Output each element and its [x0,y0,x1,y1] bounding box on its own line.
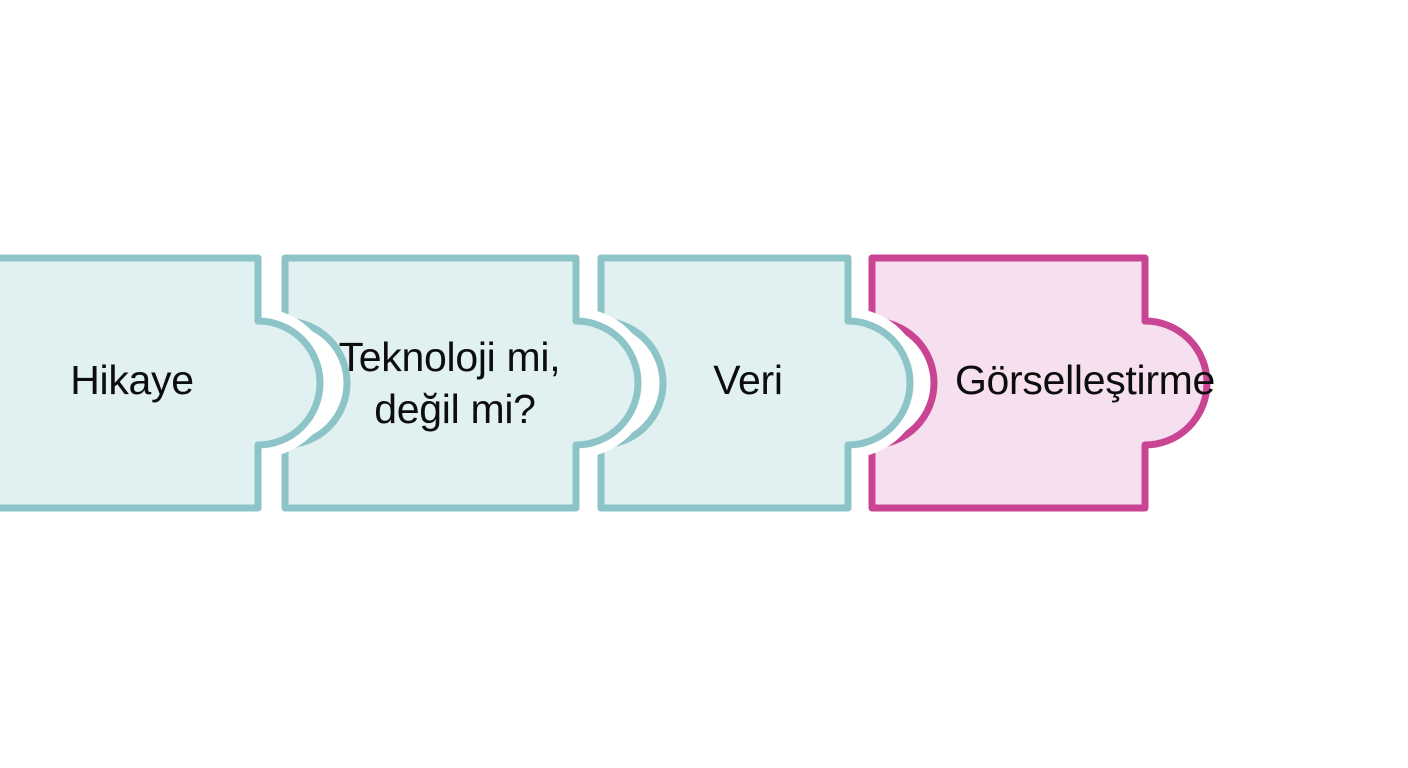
piece-gorsellestirme[interactable]: Görselleştirme [872,258,1215,508]
piece-hikaye-label: Hikaye [70,357,194,403]
piece-veri-label: Veri [713,357,782,403]
piece-gorsellestirme-label: Görselleştirme [955,357,1215,403]
piece-teknoloji-label: Teknoloji mi, değil mi? [339,334,572,432]
piece-veri[interactable]: Veri [601,258,910,508]
piece-hikaye[interactable]: Hikaye [0,258,320,508]
piece-teknoloji[interactable]: Teknoloji mi, değil mi? [285,258,638,508]
